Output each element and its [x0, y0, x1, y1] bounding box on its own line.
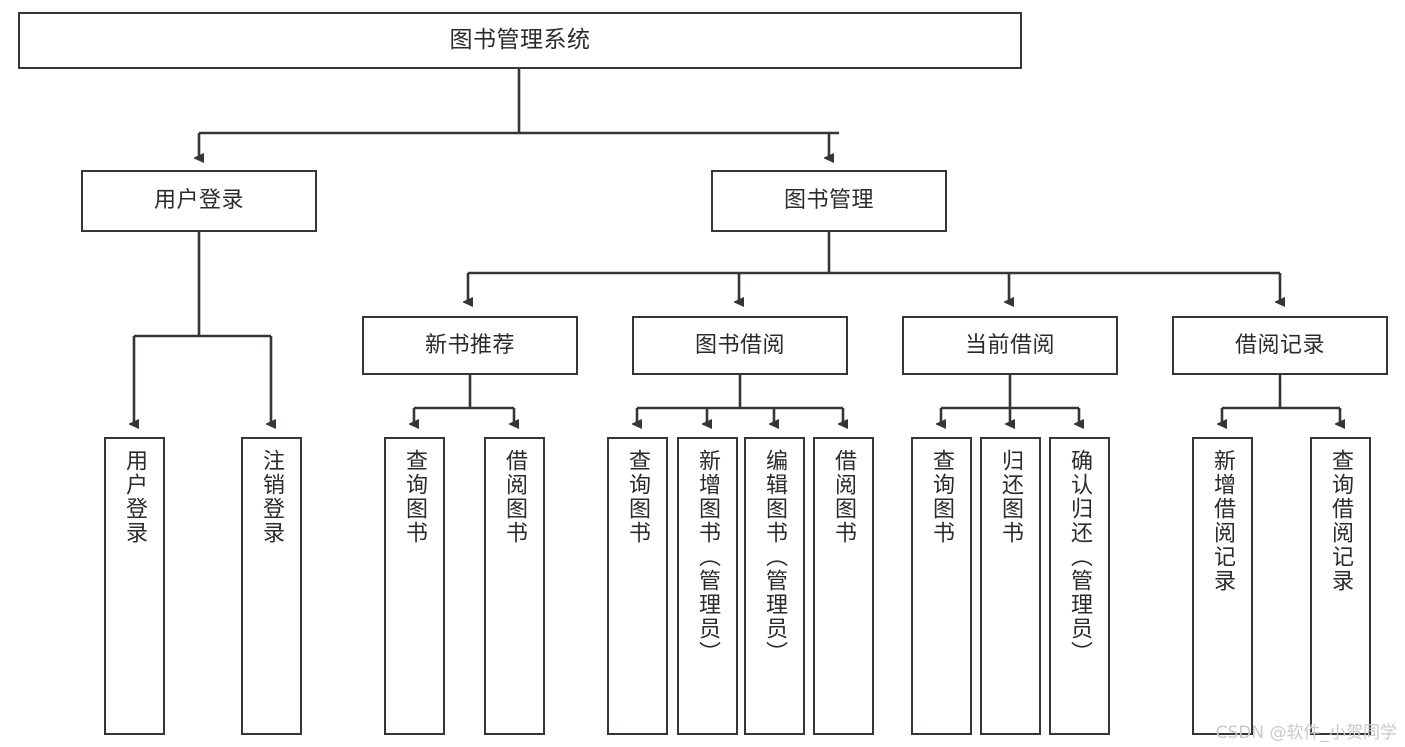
leaf-confirm-return[interactable]: 确认归还（管理员） — [1049, 437, 1110, 735]
leaf-query-book-3-label: 查询图书 — [929, 449, 955, 545]
leaf-confirm-return-label: 确认归还（管理员） — [1067, 449, 1093, 665]
leaf-add-book-label: 新增图书（管理员） — [695, 449, 721, 665]
leaf-borrow-book-2[interactable]: 借阅图书 — [813, 437, 874, 735]
leaf-query-book-2-label: 查询图书 — [625, 449, 651, 545]
leaf-query-record[interactable]: 查询借阅记录 — [1310, 437, 1371, 735]
node-new-book-recommend[interactable]: 新书推荐 — [362, 316, 578, 375]
node-root-label: 图书管理系统 — [449, 26, 591, 53]
leaf-query-book-3[interactable]: 查询图书 — [911, 437, 972, 735]
node-current-borrow-label: 当前借阅 — [964, 332, 1055, 358]
leaf-logout-login[interactable]: 注销登录 — [241, 437, 302, 735]
leaf-borrow-book-1-label: 借阅图书 — [502, 449, 528, 545]
node-new-book-recommend-label: 新书推荐 — [424, 332, 515, 358]
node-user-login-label: 用户登录 — [153, 188, 244, 214]
leaf-query-book-1[interactable]: 查询图书 — [384, 437, 445, 735]
leaf-add-book[interactable]: 新增图书（管理员） — [677, 437, 738, 735]
leaf-borrow-book-2-label: 借阅图书 — [831, 449, 857, 545]
watermark: CSDN @软件_小贺同学 — [1215, 723, 1397, 743]
node-book-borrow[interactable]: 图书借阅 — [632, 316, 848, 375]
node-root[interactable]: 图书管理系统 — [18, 12, 1022, 69]
leaf-add-record-label: 新增借阅记录 — [1210, 449, 1236, 593]
leaf-user-login[interactable]: 用户登录 — [104, 437, 165, 735]
node-current-borrow[interactable]: 当前借阅 — [902, 316, 1118, 375]
node-user-login[interactable]: 用户登录 — [81, 170, 317, 232]
leaf-edit-book[interactable]: 编辑图书（管理员） — [744, 437, 805, 735]
leaf-return-book[interactable]: 归还图书 — [980, 437, 1041, 735]
node-book-borrow-label: 图书借阅 — [694, 332, 785, 358]
node-book-manage[interactable]: 图书管理 — [711, 170, 947, 232]
leaf-edit-book-label: 编辑图书（管理员） — [762, 449, 788, 665]
leaf-add-record[interactable]: 新增借阅记录 — [1192, 437, 1253, 735]
leaf-query-book-2[interactable]: 查询图书 — [607, 437, 668, 735]
leaf-query-book-1-label: 查询图书 — [402, 449, 428, 545]
leaf-user-login-label: 用户登录 — [122, 449, 148, 545]
leaf-logout-login-label: 注销登录 — [259, 449, 285, 545]
node-book-manage-label: 图书管理 — [783, 188, 874, 214]
node-borrow-record[interactable]: 借阅记录 — [1172, 316, 1388, 375]
leaf-borrow-book-1[interactable]: 借阅图书 — [484, 437, 545, 735]
node-borrow-record-label: 借阅记录 — [1234, 332, 1325, 358]
leaf-return-book-label: 归还图书 — [998, 449, 1024, 545]
leaf-query-record-label: 查询借阅记录 — [1328, 449, 1354, 593]
